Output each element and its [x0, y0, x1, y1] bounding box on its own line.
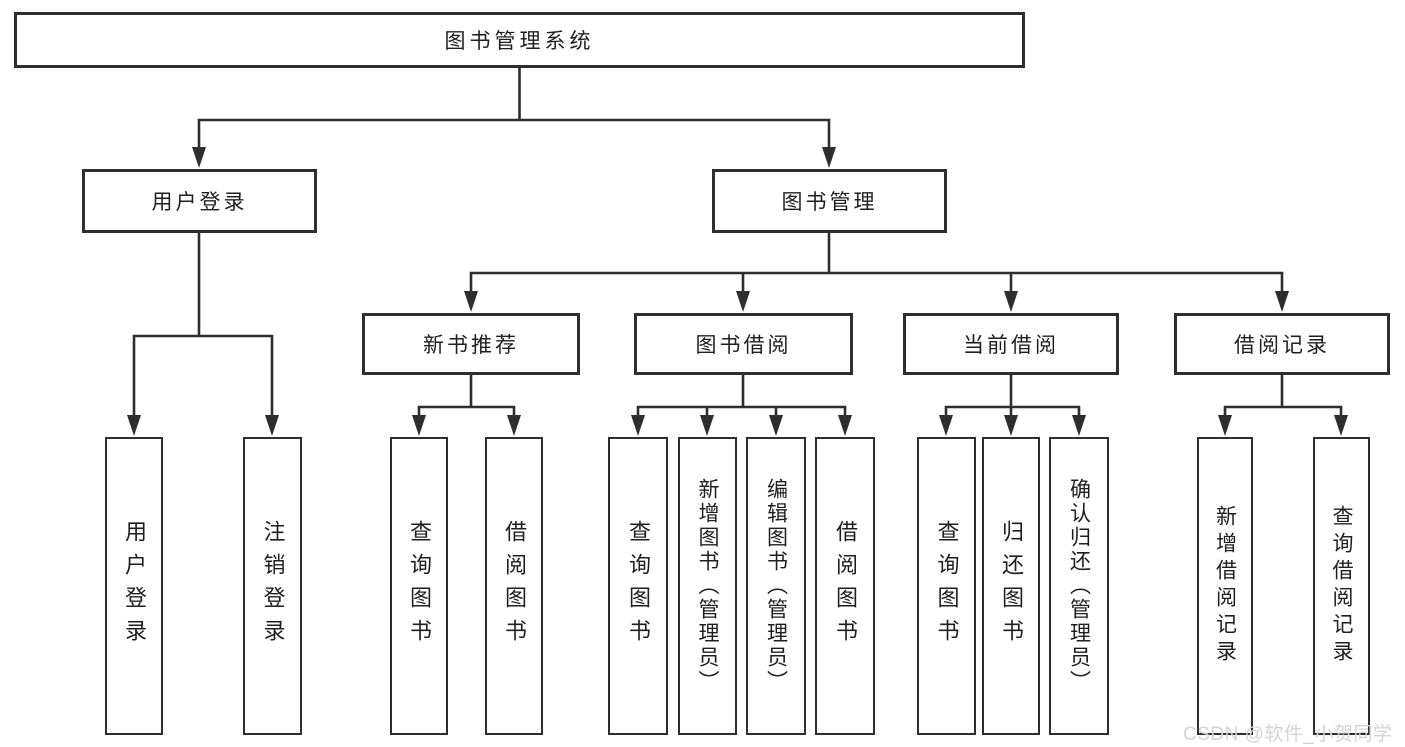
node-current-borrowing: 当前借阅 [903, 313, 1119, 375]
csdn-watermark: CSDN @软件_小贺同学 [1183, 724, 1393, 745]
node-label: 借阅图书 [833, 520, 858, 652]
node-bb-borrow-books: 借阅图书 [815, 437, 875, 735]
node-label: 编辑图书（管理员） [764, 478, 788, 694]
node-label: 图书借阅 [695, 334, 792, 357]
node-leaf-logout: 注销登录 [243, 437, 302, 735]
node-rec-query-books: 查询图书 [390, 437, 448, 735]
node-label: 注销登录 [260, 520, 286, 652]
node-borrowing-records: 借阅记录 [1174, 313, 1390, 375]
node-label: 查询图书 [934, 520, 960, 652]
node-br-add-borrow-record: 新增借阅记录 [1197, 437, 1253, 735]
node-label: 查询图书 [626, 520, 651, 652]
node-leaf-user-login: 用户登录 [105, 437, 163, 735]
arrowheads [127, 147, 1348, 436]
node-new-book-recommend: 新书推荐 [362, 313, 580, 375]
node-label: 用户登录 [122, 520, 147, 652]
node-rec-borrow-books: 借阅图书 [485, 437, 543, 735]
node-label: 新书推荐 [423, 334, 519, 357]
node-cb-confirm-return-admin: 确认归还（管理员） [1049, 437, 1109, 735]
node-library-management-system: 图书管理系统 [14, 12, 1025, 68]
node-book-borrowing: 图书借阅 [634, 313, 853, 375]
node-label: 查询借阅记录 [1330, 505, 1353, 667]
node-br-query-borrow-record: 查询借阅记录 [1313, 437, 1370, 735]
node-label: 图书管理系统 [444, 30, 595, 53]
node-label: 新增图书（管理员） [696, 478, 719, 694]
node-book-management: 图书管理 [712, 169, 947, 233]
node-label: 当前借阅 [963, 334, 1059, 357]
node-cb-query-books: 查询图书 [917, 437, 976, 735]
node-label: 借阅记录 [1234, 334, 1330, 357]
node-label: 确认归还（管理员） [1067, 478, 1091, 694]
node-label: 借阅图书 [502, 520, 527, 652]
node-label: 图书管理 [781, 191, 878, 214]
node-label: 查询图书 [407, 520, 432, 652]
node-cb-return-books: 归还图书 [982, 437, 1040, 735]
node-bb-query-books: 查询图书 [608, 437, 668, 735]
node-user-login: 用户登录 [82, 169, 317, 233]
node-label: 用户登录 [151, 191, 248, 214]
node-label: 新增借阅记录 [1213, 505, 1237, 667]
node-label: 归还图书 [999, 520, 1024, 652]
node-bb-edit-book-admin: 编辑图书（管理员） [746, 437, 806, 735]
node-bb-add-book-admin: 新增图书（管理员） [678, 437, 737, 735]
